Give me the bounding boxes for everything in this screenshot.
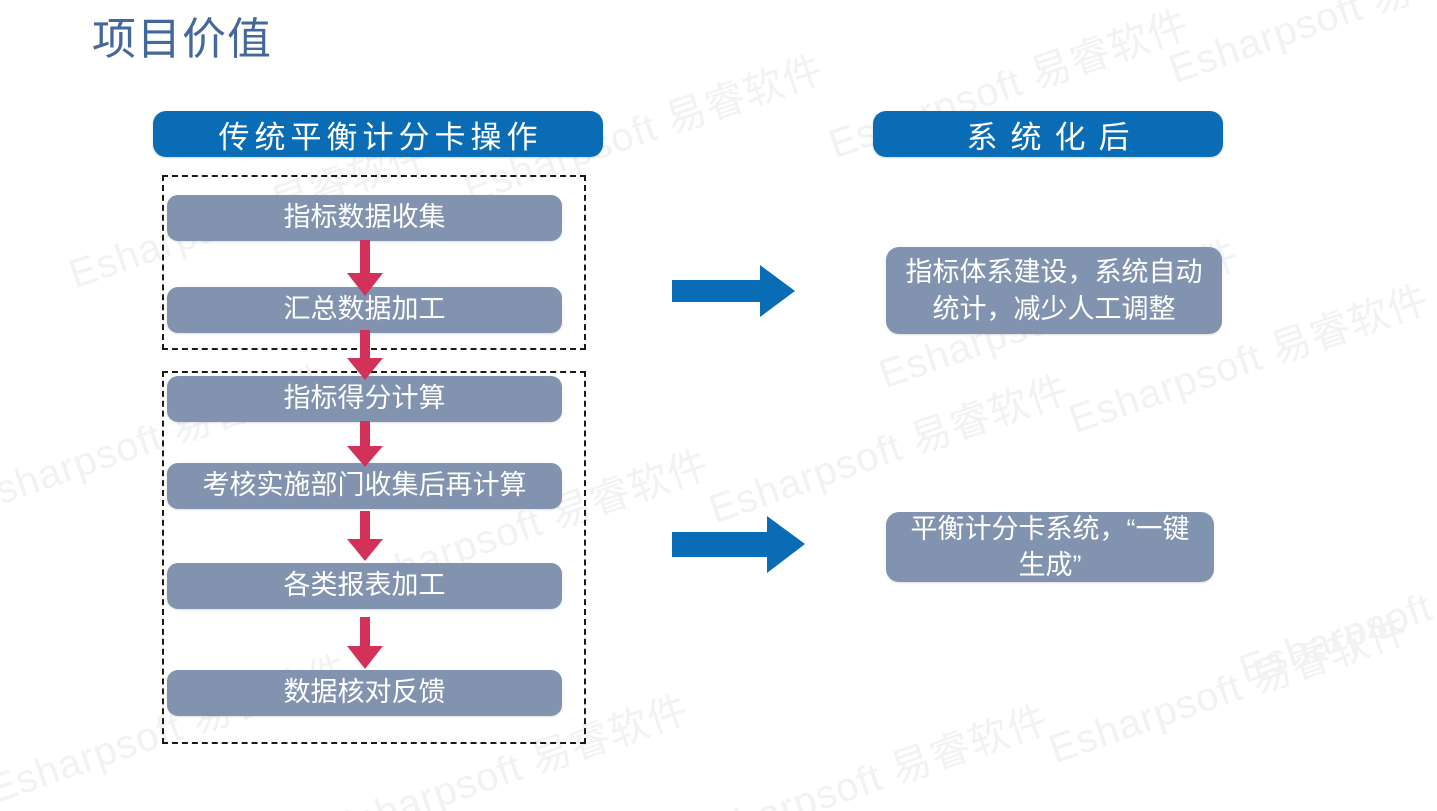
down-arrow-icon [345, 511, 385, 561]
process-step-box: 考核实施部门收集后再计算 [167, 463, 562, 509]
down-arrow-icon [345, 421, 385, 467]
calculation-group [162, 371, 586, 744]
down-arrow-icon [345, 330, 385, 380]
process-step-box: 各类报表加工 [167, 563, 562, 609]
down-arrow-icon [345, 617, 385, 669]
process-step-box: 指标数据收集 [167, 195, 562, 241]
process-step-box: 数据核对反馈 [167, 670, 562, 716]
banner-systemized: 系统化后 [873, 111, 1223, 157]
page-title: 项目价值 [92, 15, 272, 64]
banner-traditional: 传统平衡计分卡操作 [153, 111, 603, 157]
result-box: 指标体系建设，系统自动统计，减少人工调整 [886, 247, 1222, 334]
right-arrow-icon [672, 265, 795, 317]
down-arrow-icon [345, 240, 385, 296]
result-box: 平衡计分卡系统，“一键生成” [886, 512, 1214, 582]
process-step-box: 指标得分计算 [167, 376, 562, 422]
data-collection-group [162, 175, 586, 350]
right-arrow-icon [672, 516, 805, 573]
